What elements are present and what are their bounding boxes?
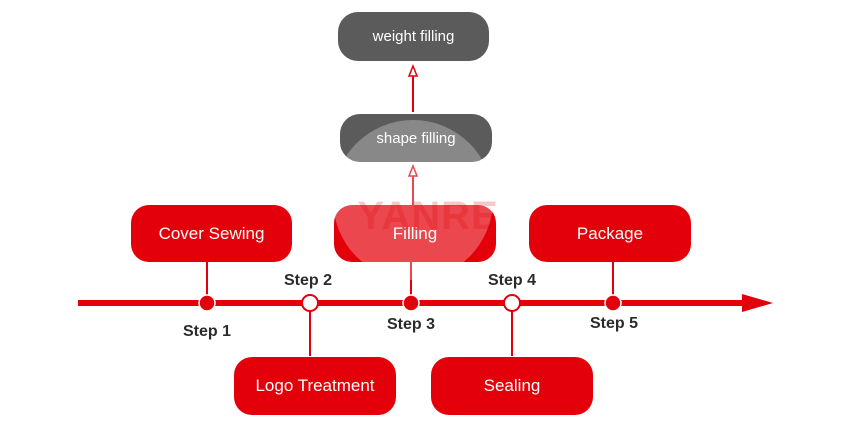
step-3-label: Step 3 xyxy=(386,316,436,333)
arrow-head-up-icon xyxy=(407,63,419,77)
package-label: Package xyxy=(576,223,644,243)
arrow-head-up-icon xyxy=(407,163,419,177)
step-1-node xyxy=(198,294,216,312)
step-4-label: Step 4 xyxy=(487,272,537,289)
step-4-node xyxy=(503,294,521,312)
logo-treatment-box: Logo Treatment xyxy=(234,357,396,415)
timeline-arrow-icon xyxy=(742,294,773,312)
step-3-node xyxy=(402,294,420,312)
step-2-label: Step 2 xyxy=(283,272,333,289)
step-2-node xyxy=(301,294,319,312)
sealing-label: Sealing xyxy=(483,376,541,395)
step-5-node xyxy=(604,294,622,312)
shape-filling-box: shape filling xyxy=(340,114,492,162)
sealing-box: Sealing xyxy=(431,357,593,415)
shape-filling-label: shape filling xyxy=(376,129,456,147)
cover-sewing-label: Cover Sewing xyxy=(158,223,265,243)
package-box: Package xyxy=(529,205,691,262)
step-1-label: Step 1 xyxy=(182,323,232,340)
filling-label: Filling xyxy=(392,223,438,243)
watermark-logo: YANRE xyxy=(357,194,499,238)
weight-filling-box: weight filling xyxy=(338,12,489,61)
watermark-circle xyxy=(333,120,493,280)
logo-treatment-label: Logo Treatment xyxy=(255,376,375,395)
weight-filling-label: weight filling xyxy=(372,28,455,45)
cover-sewing-box: Cover Sewing xyxy=(131,205,292,262)
filling-box: Filling xyxy=(334,205,496,262)
step-5-label: Step 5 xyxy=(589,315,639,332)
